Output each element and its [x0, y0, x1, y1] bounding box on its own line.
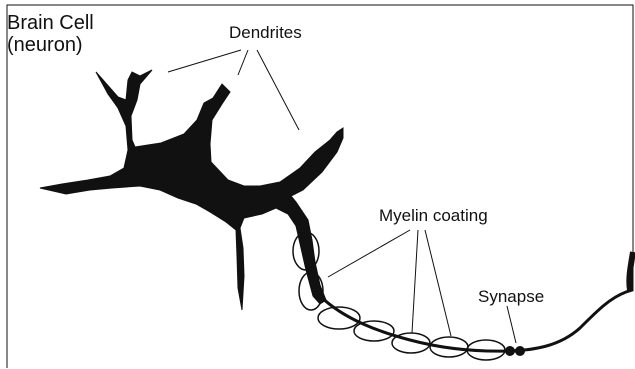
synapse-dot — [515, 346, 525, 356]
dendrites-leader-lines — [168, 50, 299, 130]
dendrites-label: Dendrites — [229, 23, 302, 43]
synapse-leader-line — [507, 306, 516, 343]
axon-end — [629, 252, 633, 290]
myelin-segment — [354, 321, 394, 341]
synapse-dot — [505, 346, 515, 356]
synapse-label: Synapse — [478, 287, 544, 307]
neuron-soma — [40, 70, 343, 310]
myelin-leader-lines — [328, 230, 451, 336]
axon — [320, 252, 632, 351]
myelin-label: Myelin coating — [379, 206, 488, 226]
diagram-title-line1: Brain Cell — [7, 12, 94, 34]
diagram-title-line2: (neuron) — [7, 34, 83, 56]
